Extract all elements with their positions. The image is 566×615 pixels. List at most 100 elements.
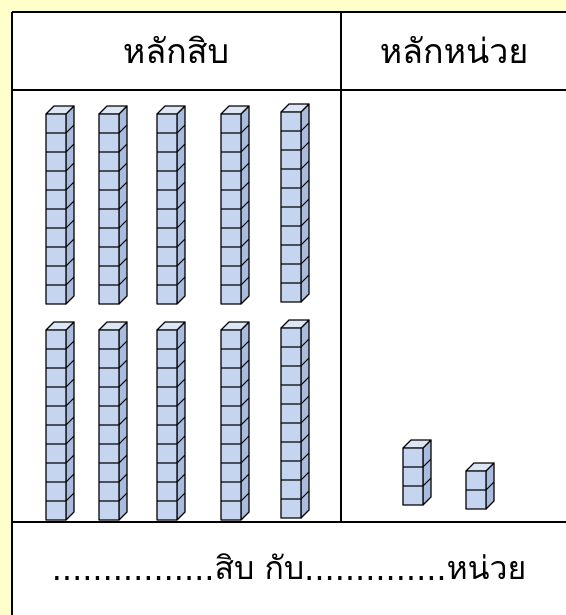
cube-divider	[118, 276, 128, 286]
cube-divider	[118, 416, 128, 426]
cube-divider	[176, 200, 186, 210]
cube-divider	[65, 416, 75, 426]
cube-divider	[300, 376, 310, 386]
cube-divider	[300, 452, 310, 462]
cube-divider	[300, 198, 310, 208]
cube-divider	[118, 181, 128, 191]
tens-blank[interactable]: ................	[51, 549, 215, 588]
cube-divider	[118, 340, 128, 350]
cube-divider	[176, 162, 186, 172]
tens-rod	[220, 105, 250, 305]
cube-divider	[176, 181, 186, 191]
tens-rod	[220, 321, 250, 521]
cube-divider	[300, 471, 310, 481]
cube-divider	[118, 473, 128, 483]
cube-divider	[240, 416, 250, 426]
cube-divider	[485, 481, 495, 491]
cube-divider	[300, 490, 310, 500]
cube-divider	[240, 124, 250, 134]
cube-divider	[176, 219, 186, 229]
connector-word: กับ	[264, 549, 305, 587]
cube-divider	[118, 492, 128, 502]
cube-divider	[300, 217, 310, 227]
cube-divider	[65, 238, 75, 248]
cube-divider	[65, 340, 75, 350]
stack-side-face	[422, 439, 432, 506]
base-ten-blocks	[45, 103, 495, 521]
cube-divider	[65, 359, 75, 369]
cube-divider	[300, 395, 310, 405]
cube-divider	[240, 473, 250, 483]
cube-divider	[176, 276, 186, 286]
cube-divider	[300, 433, 310, 443]
cube-divider	[240, 397, 250, 407]
tens-rod	[98, 321, 128, 521]
stack-front-face	[402, 447, 424, 506]
cube-divider	[176, 454, 186, 464]
cube-divider	[240, 200, 250, 210]
unit-cube-stack	[402, 439, 432, 506]
cube-divider	[65, 143, 75, 153]
cube-divider	[300, 357, 310, 367]
space	[254, 550, 264, 588]
cube-divider	[118, 359, 128, 369]
cube-divider	[65, 378, 75, 388]
tens-rod	[45, 321, 75, 521]
cube-divider	[176, 359, 186, 369]
cube-divider	[65, 435, 75, 445]
cube-divider	[176, 143, 186, 153]
tens-rod	[280, 319, 310, 519]
cube-divider	[118, 238, 128, 248]
ones-blank[interactable]: ..............	[304, 549, 447, 588]
cube-divider	[118, 200, 128, 210]
cube-divider	[176, 340, 186, 350]
cube-divider	[300, 274, 310, 284]
cube-divider	[65, 492, 75, 502]
cube-divider	[176, 238, 186, 248]
cube-divider	[65, 454, 75, 464]
ones-column-header: หลักหน่วย	[342, 12, 566, 90]
cube-divider	[118, 143, 128, 153]
cube-divider	[118, 435, 128, 445]
ones-word: หน่วย	[446, 549, 527, 587]
cube-divider	[65, 162, 75, 172]
cube-divider	[240, 378, 250, 388]
cube-divider	[176, 257, 186, 267]
tens-rod	[98, 105, 128, 305]
cube-divider	[422, 458, 432, 468]
cube-divider	[118, 219, 128, 229]
ones-header-label: หลักหน่วย	[379, 32, 529, 72]
cube-divider	[300, 179, 310, 189]
cube-divider	[240, 143, 250, 153]
answer-row: ................สิบ กับ..............หน่…	[12, 522, 566, 615]
cube-divider	[300, 338, 310, 348]
cube-divider	[176, 435, 186, 445]
tens-rod	[280, 103, 310, 303]
cube-divider	[65, 257, 75, 267]
tens-header-label: หลักสิบ	[122, 32, 230, 72]
cube-divider	[240, 492, 250, 502]
cube-divider	[240, 435, 250, 445]
cube-divider	[118, 162, 128, 172]
cube-divider	[65, 200, 75, 210]
cube-divider	[65, 473, 75, 483]
tens-rod	[156, 105, 186, 305]
cube-divider	[176, 378, 186, 388]
cube-divider	[118, 454, 128, 464]
cube-divider	[300, 122, 310, 132]
cube-divider	[240, 359, 250, 369]
cube-divider	[65, 181, 75, 191]
cube-divider	[176, 124, 186, 134]
cube-divider	[65, 276, 75, 286]
unit-cube-stack	[465, 462, 495, 510]
cube-divider	[240, 276, 250, 286]
cube-divider	[176, 473, 186, 483]
cube-divider	[65, 219, 75, 229]
cube-divider	[118, 257, 128, 267]
cube-divider	[300, 141, 310, 151]
cube-divider	[118, 397, 128, 407]
cube-divider	[65, 124, 75, 134]
tens-column-header: หลักสิบ	[12, 12, 340, 90]
cube-divider	[240, 181, 250, 191]
